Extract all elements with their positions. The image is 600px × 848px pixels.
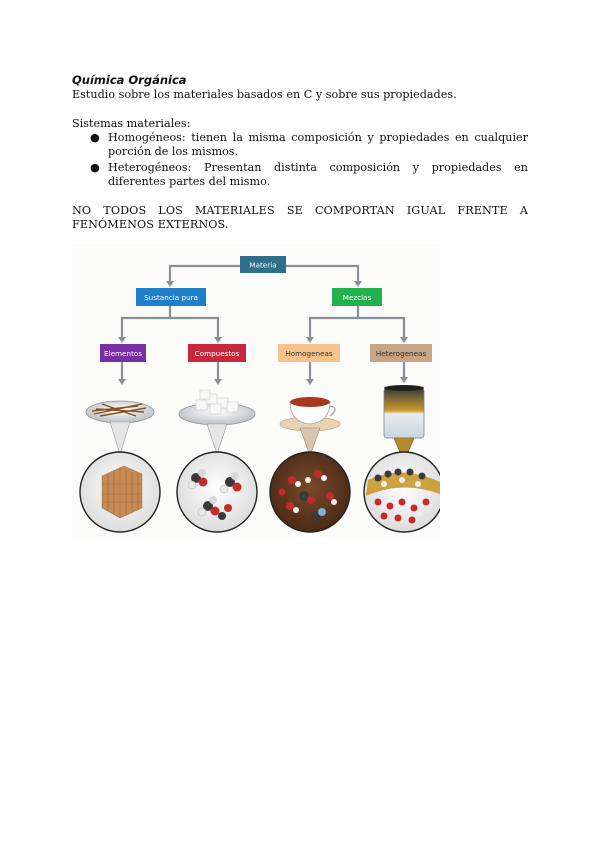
node-label: Homogeneas — [285, 349, 333, 358]
heterogeneous-glass-illustration — [364, 385, 440, 532]
node-mezclas: Mezclas — [332, 288, 382, 306]
node-label: Sustancia pura — [144, 293, 198, 302]
node-label: Heterogeneas — [376, 349, 427, 358]
bullet-text: Heterogéneos: Presentan distinta composi… — [108, 161, 528, 188]
node-label: Materia — [249, 261, 276, 270]
node-materia: Materia — [240, 256, 286, 273]
elements-plate-illustration — [80, 401, 160, 532]
node-sustancia-pura: Sustancia pura — [136, 288, 206, 306]
matter-classification-diagram: Materia Sustancia pura Mezclas Elementos… — [72, 244, 440, 538]
document-title: Química Orgánica — [72, 73, 528, 87]
diagram-connectors — [122, 266, 404, 380]
bullet-text: Homogéneos: tienen la misma composición … — [108, 131, 528, 158]
list-item: ● Homogéneos: tienen la misma composició… — [72, 131, 528, 159]
node-compuestos: Compuestos — [188, 344, 246, 362]
notice-paragraph: NO TODOS LOS MATERIALES SE COMPORTAN IGU… — [72, 204, 528, 232]
bullet-icon: ● — [90, 131, 100, 145]
node-heterogeneas: Heterogeneas — [370, 344, 432, 362]
node-label: Mezclas — [343, 293, 372, 302]
node-elementos: Elementos — [100, 344, 146, 362]
systems-list: ● Homogéneos: tienen la misma composició… — [72, 131, 528, 191]
document-subtitle: Estudio sobre los materiales basados en … — [72, 88, 528, 102]
homogeneous-tea-illustration — [270, 397, 350, 532]
node-homogeneas: Homogeneas — [278, 344, 340, 362]
compounds-plate-illustration — [177, 390, 257, 532]
node-label: Elementos — [104, 349, 142, 358]
node-label: Compuestos — [195, 349, 240, 358]
list-item: ● Heterogéneos: Presentan distinta compo… — [72, 161, 528, 189]
bullet-icon: ● — [90, 161, 100, 175]
systems-label: Sistemas materiales: — [72, 117, 528, 131]
